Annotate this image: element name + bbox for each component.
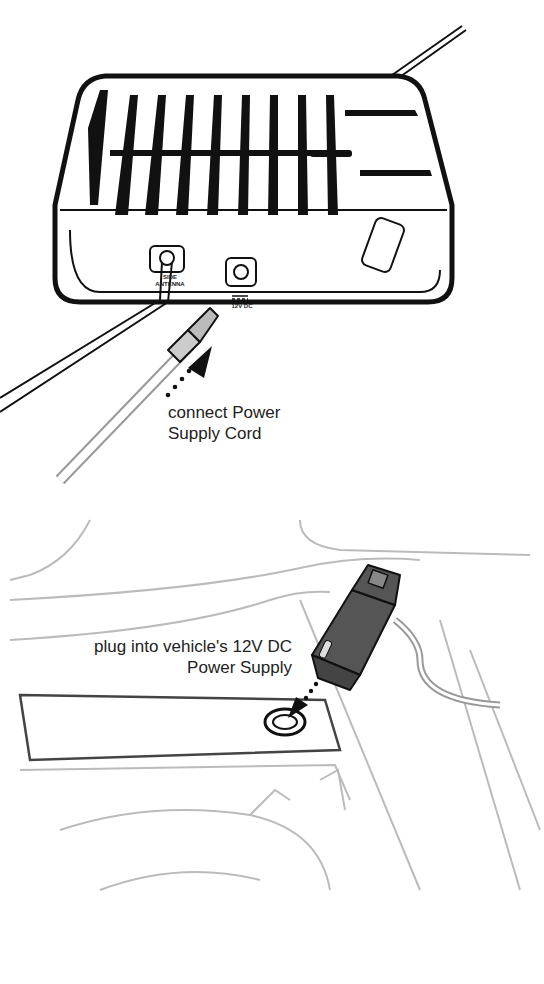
port-label: SIDE ANTENNA — [150, 274, 190, 287]
power-socket — [265, 709, 305, 735]
instruction-text: plug into vehicle's 12V DC Power Supply — [70, 636, 292, 679]
port-label: 12V DC — [225, 303, 259, 310]
dotted-arrow — [166, 346, 212, 397]
mount-clip — [360, 216, 405, 273]
lighter-plug — [312, 565, 500, 705]
booster-device — [55, 26, 466, 302]
power-plug — [60, 308, 218, 480]
dotted-arrow — [288, 682, 318, 718]
cooling-fins — [88, 90, 432, 215]
power-port — [226, 258, 256, 286]
instruction-text: connect Power Supply Cord — [168, 402, 318, 445]
cable — [385, 26, 462, 80]
antenna-port — [150, 246, 184, 272]
car-console — [10, 520, 540, 890]
